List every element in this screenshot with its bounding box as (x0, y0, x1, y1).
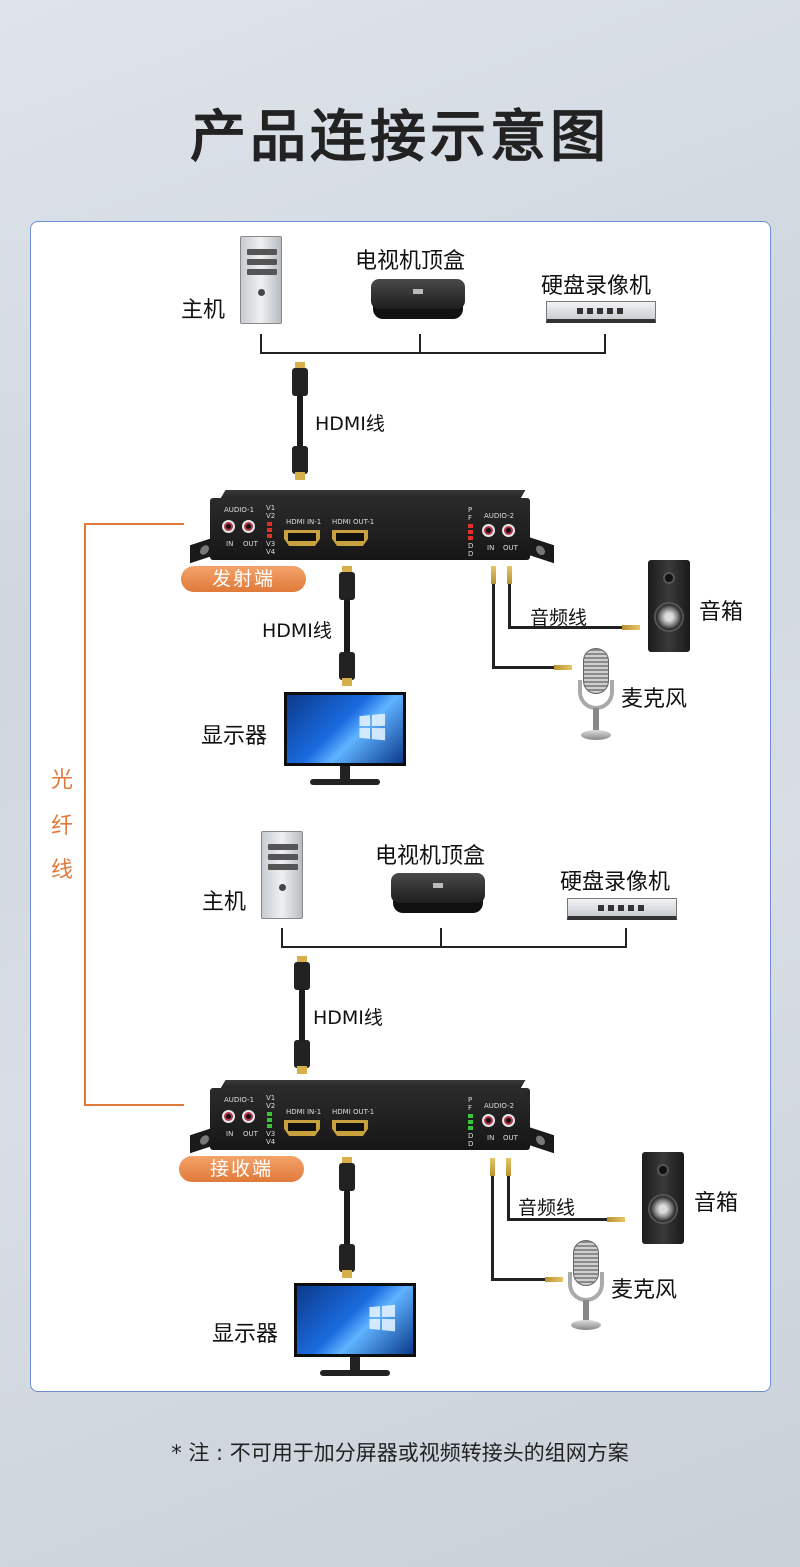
pc-tower-icon (240, 236, 282, 324)
pc-label: 主机 (181, 298, 226, 323)
footnote: * 注 : 不可用于加分屏器或视频转接头的组网方案 (171, 1441, 629, 1465)
display-label: 显示器 (212, 1322, 279, 1347)
nvr-icon (567, 898, 677, 920)
tv-box-icon (371, 279, 465, 323)
receiver-badge: 接收端 (179, 1156, 304, 1182)
pc-label: 主机 (202, 890, 247, 915)
pc-tower-icon (261, 831, 303, 919)
tv-box-icon (391, 873, 485, 917)
monitor-icon (284, 692, 406, 766)
fiber-label-3: 线 (51, 848, 74, 888)
audio-cable-label: 音频线 (530, 607, 588, 629)
speaker-icon (648, 560, 690, 652)
tvbox-label: 电视机顶盒 (355, 249, 466, 274)
display-label: 显示器 (201, 724, 268, 749)
source-bracket-line (260, 352, 606, 354)
page-title: 产品连接示意图 (190, 105, 610, 170)
hdmi-out-cable-label: HDMI线 (262, 620, 332, 642)
hdmi-cable-label: HDMI线 (315, 413, 385, 435)
transmitter-badge: 发射端 (181, 566, 306, 592)
nvr-label: 硬盘录像机 (541, 274, 652, 299)
speaker-label: 音箱 (694, 1191, 739, 1216)
fiber-connector-line (84, 523, 184, 1106)
fiber-label-2: 纤 (51, 804, 74, 844)
source-bracket-line (281, 946, 627, 948)
microphone-label: 麦克风 (621, 687, 688, 712)
audio-cable-label: 音频线 (518, 1197, 576, 1219)
hdmi-cable-label: HDMI线 (313, 1007, 383, 1029)
fiber-label-1: 光 (51, 758, 74, 798)
speaker-icon (642, 1152, 684, 1244)
nvr-icon (546, 301, 656, 323)
speaker-label: 音箱 (699, 600, 744, 625)
tvbox-label: 电视机顶盒 (375, 844, 486, 869)
monitor-icon (294, 1283, 416, 1357)
nvr-label: 硬盘录像机 (560, 870, 671, 895)
microphone-label: 麦克风 (611, 1278, 678, 1303)
